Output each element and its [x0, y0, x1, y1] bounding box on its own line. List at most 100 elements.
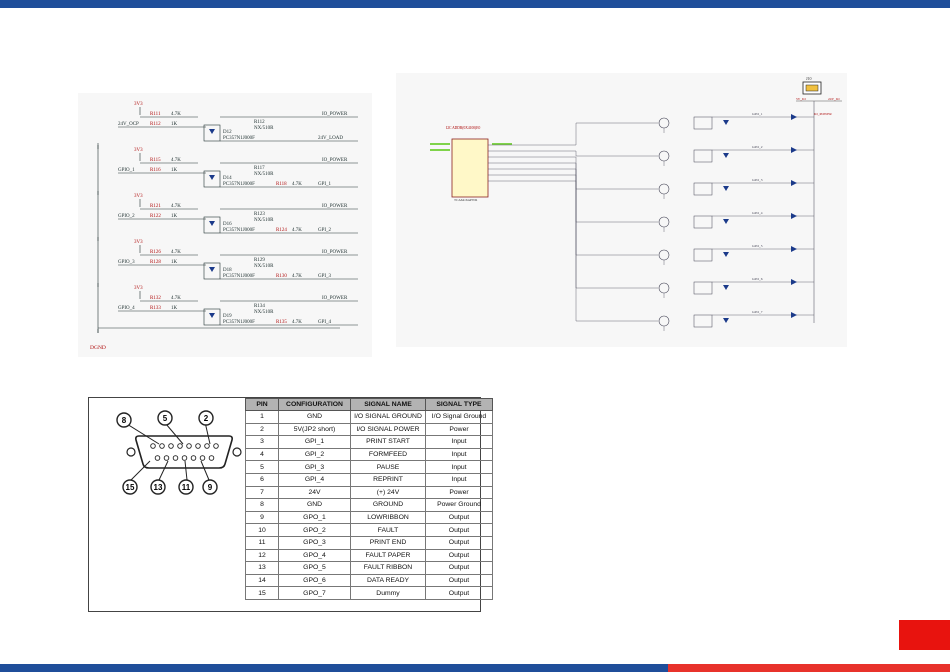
pin-callout-label: 9: [208, 483, 213, 492]
pin-callout-label: 13: [154, 483, 163, 492]
cell-signal-name: LOWRIBBON: [350, 510, 426, 525]
diode-label: D16: [223, 222, 232, 227]
resistor-label: R128: [150, 260, 161, 265]
pin-callout-15: [122, 479, 138, 495]
output-resistor-label: R130: [276, 274, 287, 279]
optocoupler-body: [203, 216, 221, 234]
resistor-label: R122: [150, 214, 161, 219]
resistor-value: 1K: [171, 306, 178, 311]
resistor-label: R115: [150, 158, 161, 163]
cell-signal-name: REPRINT: [350, 472, 426, 487]
io-power-net-label: IO_POWER: [322, 250, 348, 255]
output-opto-body: [693, 182, 713, 196]
cell-signal-type: Output: [425, 523, 493, 537]
mount-hole-right-icon: [232, 447, 242, 457]
table-header-row: PIN CONFIGURATION SIGNAL NAME SIGNAL TYP…: [245, 398, 493, 411]
pin-callout-8: [116, 412, 132, 428]
db15-connector-drawing: 8 5 2 15 13 11 9: [116, 410, 242, 495]
gpio-input-label: GPIO_2: [118, 214, 135, 219]
resistor-value: 1K: [171, 214, 178, 219]
cell-configuration: GPO_7: [278, 586, 351, 600]
optocoupler-body: [203, 170, 221, 188]
pin-callout-label: 8: [122, 416, 127, 425]
net-3v3-label: 3V3: [134, 194, 143, 199]
output-resistor-value: 4.7K: [292, 182, 302, 187]
db15-pin-hole: [150, 443, 156, 449]
side-resistor-value: NX/510R: [254, 172, 274, 177]
resistor-value: 4.7K: [171, 112, 181, 117]
side-resistor-value: NX/510R: [254, 310, 274, 315]
header-pin: PIN: [245, 398, 279, 411]
cell-pin: 14: [245, 573, 279, 588]
output-led-icon: [723, 153, 729, 158]
cell-signal-name: Dummy: [350, 586, 426, 600]
cell-pin: 8: [245, 498, 279, 512]
transistor-icon: [658, 216, 670, 228]
output-net-label: GPI_2: [318, 228, 332, 233]
output-resistor-label: R124: [276, 228, 287, 233]
output-resistor-value: 4.7K: [292, 320, 302, 325]
pin-callout-9: [202, 479, 218, 495]
cell-signal-name: PAUSE: [350, 460, 426, 474]
pin-callout-label: 5: [163, 414, 168, 423]
resistor-label: R116: [150, 168, 161, 173]
ground-label: DGND: [90, 345, 106, 351]
output-opto-body: [693, 149, 713, 163]
side-resistor-value: NX/510R: [254, 264, 274, 269]
header-signal-type: SIGNAL TYPE: [425, 398, 493, 411]
cell-signal-type: Output: [425, 510, 493, 525]
gpio-input-label: GPIO_3: [118, 260, 135, 265]
cell-pin: 12: [245, 548, 279, 563]
cell-pin: 7: [245, 485, 279, 500]
cell-signal-type: Power: [425, 422, 493, 437]
transistor-icon: [658, 249, 670, 261]
header-configuration: CONFIGURATION: [278, 398, 351, 411]
gpo-net-label: GPO_3: [752, 178, 763, 182]
db15-pin-hole: [186, 443, 192, 449]
cell-configuration: GND: [278, 498, 351, 512]
output-opto-body: [693, 116, 713, 130]
resistor-label: R111: [150, 112, 161, 117]
db15-pin-hole: [208, 455, 215, 461]
cell-signal-type: Input: [425, 447, 493, 462]
cell-pin: 15: [245, 586, 279, 600]
cell-signal-name: PRINT END: [350, 535, 426, 550]
cell-configuration: GPI_4: [278, 472, 351, 487]
cell-configuration: GPO_4: [278, 548, 351, 563]
protection-diode-icon: [791, 246, 797, 252]
protection-diode-icon: [791, 180, 797, 186]
opto-part-label: PC357N1J000F: [223, 320, 255, 325]
resistor-value: 4.7K: [171, 158, 181, 163]
page-marker-box: [899, 620, 950, 650]
ic-part-label: TCA6416APWR: [454, 198, 478, 202]
net-3v3-label: 3V3: [134, 102, 143, 107]
output-net-label: GPI_1: [318, 182, 332, 187]
net-3v3-label: 3V3: [134, 240, 143, 245]
cell-configuration: 5V(JP2 short): [278, 422, 351, 437]
diode-label: D14: [223, 176, 232, 181]
cell-pin: 4: [245, 447, 279, 462]
cell-configuration: GND: [278, 410, 351, 424]
pin-callout-11: [178, 479, 194, 495]
db15-pin-hole: [195, 443, 201, 449]
cell-configuration: GPI_1: [278, 435, 351, 449]
cell-signal-type: I/O Signal Ground: [425, 410, 493, 424]
cell-pin: 5: [245, 460, 279, 474]
led-triangle: [209, 313, 215, 318]
pin-callout-label: 11: [182, 483, 191, 492]
db15-pin-hole: [181, 455, 188, 461]
output-resistor-value: 4.7K: [292, 274, 302, 279]
resistor-value: 1K: [171, 168, 178, 173]
